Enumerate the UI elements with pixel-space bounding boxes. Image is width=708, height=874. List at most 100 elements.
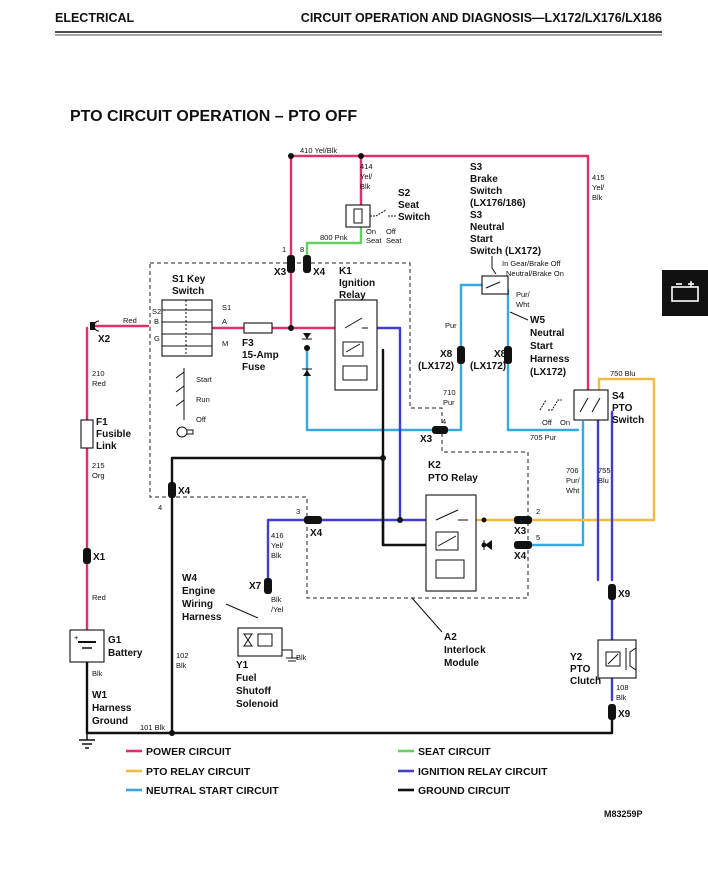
seat-switch-s2 <box>345 204 396 228</box>
ground-circuit-wires <box>85 348 614 735</box>
a2-leader <box>411 597 443 633</box>
header-right: CIRCUIT OPERATION AND DIAGNOSIS—LX172/LX… <box>301 11 662 25</box>
ignition-relay-wires <box>266 326 614 702</box>
header-left: ELECTRICAL <box>55 11 135 25</box>
f1-label-2: Fusible <box>96 429 131 440</box>
legend-power: POWER CIRCUIT <box>146 746 232 758</box>
conn-x8-a: X8 <box>440 349 453 360</box>
s1-label-2: Switch <box>172 286 204 297</box>
wire-red-b: Red <box>92 593 106 602</box>
wire-800: 800 Pnk <box>320 233 348 242</box>
w1-label-3: Ground <box>92 716 128 727</box>
wire-750: 750 Blu <box>610 369 635 378</box>
k2-label-2: PTO Relay <box>428 473 478 484</box>
wire-755-1: 755 <box>598 466 611 475</box>
f3-label-1: F3 <box>242 338 254 349</box>
key-switch-s1 <box>161 299 213 438</box>
fuel-shutoff-solenoid-y1 <box>237 627 298 662</box>
conn-x8-b: X8 <box>494 349 507 360</box>
wire-416-3: Blk <box>271 551 282 560</box>
ignition-relay-k1 <box>334 299 378 391</box>
conn-x7: X7 <box>249 581 262 592</box>
wire-415-2: Yel/ <box>592 183 605 192</box>
y1-label-4: Solenoid <box>236 699 278 710</box>
w5-label-2: Neutral <box>530 328 565 339</box>
fuse-f3 <box>243 322 273 334</box>
s1-term-g: G <box>154 334 160 343</box>
conn-x3-bottom: X3 <box>420 434 433 445</box>
s2-label-1: S2 <box>398 188 411 199</box>
k1-label-2: Ignition <box>339 278 375 289</box>
a2-label-3: Module <box>444 658 479 669</box>
s1-pos-run: Run <box>196 395 210 404</box>
y1-label-3: Shutoff <box>236 686 272 697</box>
legend-pto-relay: PTO RELAY CIRCUIT <box>146 766 251 778</box>
y1-label-2: Fuel <box>236 673 257 684</box>
s2-label-2: Seat <box>398 200 420 211</box>
wire-416-1: 416 <box>271 531 284 540</box>
w4-label-2: Engine <box>182 586 216 597</box>
pto-relay-k2 <box>425 494 477 592</box>
s1-term-m: M <box>222 339 228 348</box>
pin-2: 2 <box>536 507 540 516</box>
conn-x9-bottom: X9 <box>618 709 631 720</box>
s4-state-off: Off <box>542 418 553 427</box>
f3-label-3: Fuse <box>242 362 266 373</box>
wire-415-3: Blk <box>592 193 603 202</box>
battery-g1: + <box>69 629 105 663</box>
wire-215-1: 215 <box>92 461 105 470</box>
w5-label-5: (LX172) <box>530 367 566 378</box>
k1-label-1: K1 <box>339 266 352 277</box>
s1-term-s1: S1 <box>222 303 231 312</box>
pto-clutch-y2 <box>597 639 637 679</box>
y2-label-2: PTO <box>570 664 591 675</box>
wire-101: 101 Blk <box>140 723 165 732</box>
neutral-start-wires <box>305 283 585 547</box>
splice-dots <box>169 153 445 736</box>
conn-x8-a-model: (LX172) <box>418 361 454 372</box>
s4-label-1: S4 <box>612 391 625 402</box>
w4-label-4: Harness <box>182 612 222 623</box>
interlock-module-outline <box>149 262 529 599</box>
wire-pur-wht-2: Wht <box>516 300 530 309</box>
y1-label-1: Y1 <box>236 660 249 671</box>
figure-id: M83259P <box>604 809 643 819</box>
legend: POWER CIRCUIT PTO RELAY CIRCUIT NEUTRAL … <box>126 746 548 797</box>
s1-term-s2: S2 <box>152 307 161 316</box>
wire-706-2: Pur/ <box>566 476 581 485</box>
wire-pur-a: Pur <box>445 321 457 330</box>
y2-label-3: Clutch <box>570 676 601 687</box>
wire-414-2: Yel/ <box>360 172 373 181</box>
wire-blk-batt: Blk <box>92 669 103 678</box>
g1-label-1: G1 <box>108 635 122 646</box>
s3-state-gear: In Gear/Brake Off <box>502 259 562 268</box>
wire-705: 705 Pur <box>530 433 557 442</box>
harness-ground-symbol <box>79 733 95 749</box>
s1-label-1: S1 Key <box>172 274 206 285</box>
wire-215-2: Org <box>92 471 105 480</box>
wire-blk-y1: Blk <box>296 653 307 662</box>
s3-label-2: Brake <box>470 174 498 185</box>
electrical-tab <box>662 270 708 316</box>
s1-term-a: A <box>222 317 227 326</box>
s3-label-6: Neutral <box>470 222 505 233</box>
s2-label-3: Switch <box>398 212 430 223</box>
wire-108-2: Blk <box>616 693 627 702</box>
k1-label-3: Relay <box>339 290 366 301</box>
wire-210-1: 210 <box>92 369 105 378</box>
pin-1: 1 <box>282 245 286 254</box>
w1-label-1: W1 <box>92 690 107 701</box>
w4-leader <box>225 603 259 619</box>
w5-label-1: W5 <box>530 315 545 326</box>
y2-label-1: Y2 <box>570 652 583 663</box>
wire-108-1: 108 <box>616 683 629 692</box>
w5-label-3: Start <box>530 341 553 352</box>
w1-label-2: Harness <box>92 703 132 714</box>
k1-diodes <box>302 333 312 376</box>
fusible-link-f1 <box>80 419 94 449</box>
s4-label-3: Switch <box>612 415 644 426</box>
wire-410: 410 Yel/Blk <box>300 146 337 155</box>
s3-label-1: S3 <box>470 162 483 173</box>
s4-label-2: PTO <box>612 403 633 414</box>
